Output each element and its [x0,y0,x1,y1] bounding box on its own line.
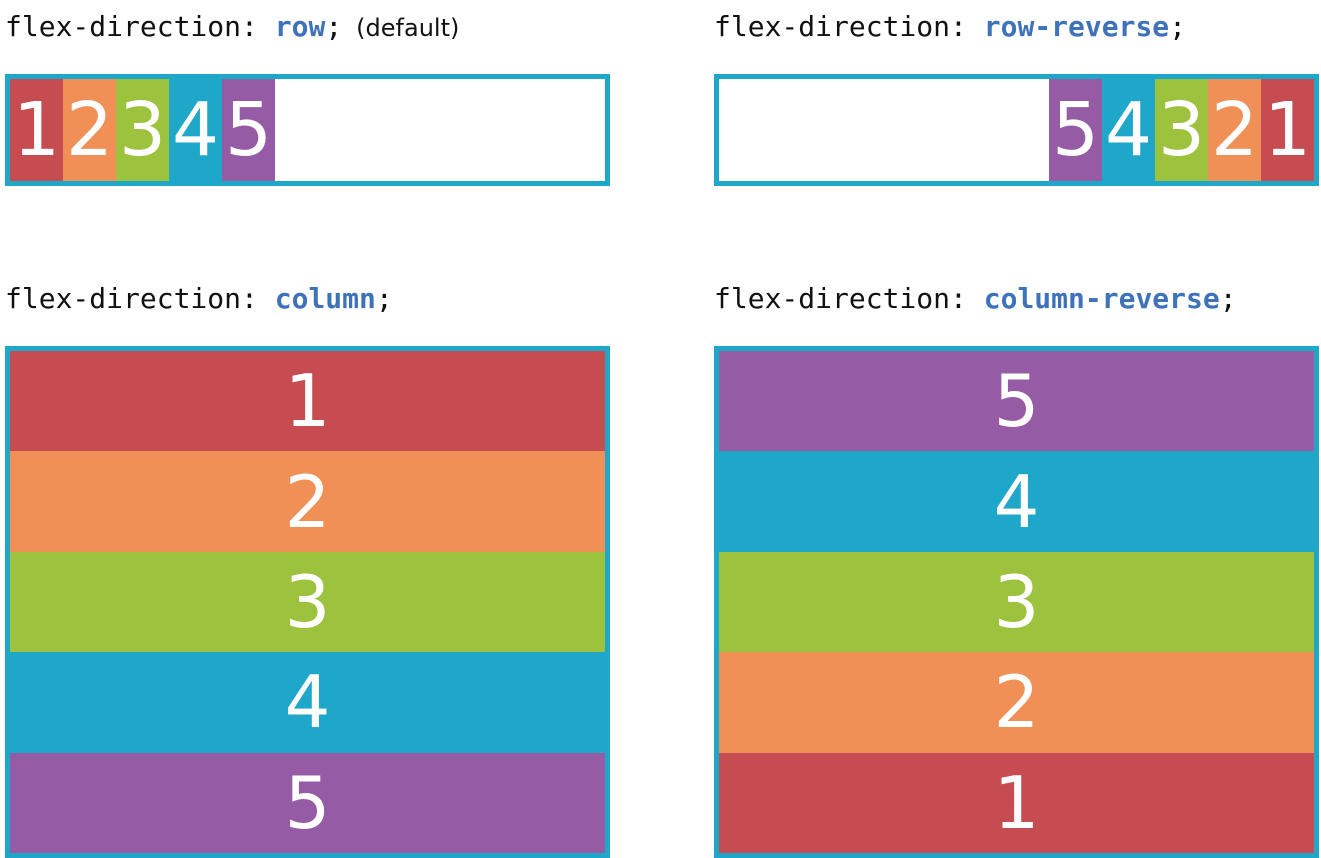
semicolon: ; [375,282,393,315]
flex-item-4: 4 [169,79,222,181]
flex-container-column: 1 2 3 4 5 [5,346,610,858]
flex-item-1: 1 [719,752,1314,853]
flex-item-3: 3 [719,551,1314,653]
default-note: (default) [356,14,460,42]
flex-item-4: 4 [10,652,605,753]
property-value: column [274,282,376,315]
flex-item-5: 5 [719,351,1314,452]
semicolon: ; [1169,10,1187,43]
property-name: flex-direction: [714,10,967,43]
panel-row-reverse: flex-direction: row-reverse; 1 2 3 4 5 [714,2,1320,192]
flex-item-2: 2 [63,79,116,181]
flex-item-2: 2 [719,652,1314,753]
property-name: flex-direction: [714,282,967,315]
flex-item-1: 1 [10,79,63,181]
property-name: flex-direction: [5,282,258,315]
panel-label: flex-direction: row-reverse; [714,2,1186,52]
panel-label: flex-direction: row; (default) [5,2,459,52]
property-name: flex-direction: [5,10,258,43]
flex-item-2: 2 [10,451,605,552]
flex-item-5: 5 [1049,79,1102,181]
property-value: row [274,10,326,43]
flex-container-row: 1 2 3 4 5 [5,74,610,186]
flex-item-4: 4 [719,451,1314,552]
flex-container-column-reverse: 1 2 3 4 5 [714,346,1319,858]
panel-label: flex-direction: column-reverse; [714,274,1237,324]
flex-item-1: 1 [1261,79,1314,181]
panel-row: flex-direction: row; (default) 1 2 3 4 5 [5,2,615,192]
flex-item-5: 5 [10,752,605,853]
semicolon: ; [325,10,343,43]
flex-container-row-reverse: 1 2 3 4 5 [714,74,1319,186]
semicolon: ; [1219,282,1237,315]
property-value: column-reverse [983,282,1220,315]
flex-item-2: 2 [1208,79,1261,181]
panel-column: flex-direction: column; 1 2 3 4 5 [5,274,615,858]
property-value: row-reverse [983,10,1170,43]
flex-item-3: 3 [10,551,605,653]
panel-label: flex-direction: column; [5,274,393,324]
flex-item-3: 3 [1155,79,1208,181]
flex-item-3: 3 [116,79,169,181]
flex-item-5: 5 [222,79,275,181]
panel-column-reverse: flex-direction: column-reverse; 1 2 3 4 … [714,274,1320,858]
flex-item-1: 1 [10,351,605,452]
flex-item-4: 4 [1102,79,1155,181]
